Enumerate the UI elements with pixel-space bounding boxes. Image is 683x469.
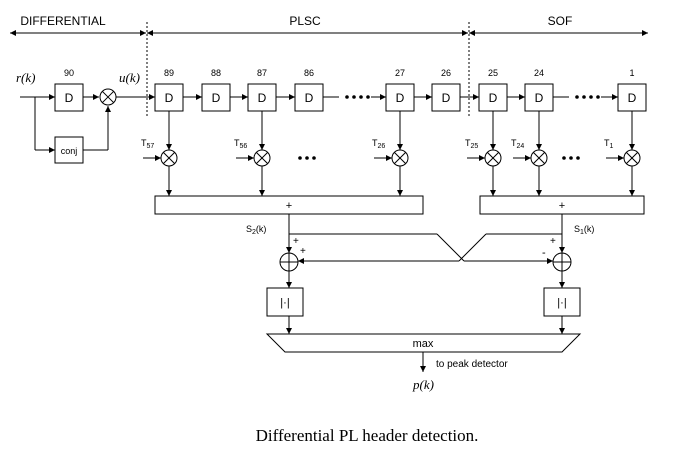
tap-label: T56 bbox=[234, 138, 247, 150]
input-signal-label: r(k) bbox=[16, 70, 36, 85]
right-abs-block: |·| bbox=[543, 287, 581, 317]
right-adder bbox=[552, 252, 572, 272]
abs-label: |·| bbox=[557, 297, 566, 309]
ellipsis-dots bbox=[562, 156, 580, 160]
figure-caption: Differential PL header detection. bbox=[256, 426, 479, 445]
delay-label: D bbox=[65, 91, 74, 105]
section-header: DIFFERENTIAL PLSC SOF bbox=[2, 12, 648, 36]
tap-multiplier-T24: T24 bbox=[511, 111, 548, 196]
delay-index: 88 bbox=[211, 68, 221, 78]
delay-block-90: D 90 bbox=[54, 68, 84, 112]
left-adder-sign-side: + bbox=[300, 246, 306, 257]
ellipsis-dots bbox=[345, 95, 370, 99]
s2-signal-label: S2(k) bbox=[246, 224, 266, 236]
sof-sum-block: + bbox=[479, 195, 645, 215]
tap-multiplier-T57: T57 bbox=[141, 111, 178, 196]
output-signal-label: p(k) bbox=[412, 377, 434, 392]
delay-block-1: D1 bbox=[617, 68, 647, 112]
delay-index: 86 bbox=[304, 68, 314, 78]
left-abs-block: |·| bbox=[266, 287, 304, 317]
tap-multiplier-T25: T25 bbox=[465, 111, 502, 196]
delay-block-87: D 87 bbox=[247, 68, 277, 112]
plsc-sum-block: + bbox=[154, 195, 424, 215]
tap-label: T1 bbox=[604, 138, 614, 150]
delay-label: D bbox=[396, 91, 405, 105]
section-label-differential: DIFFERENTIAL bbox=[20, 14, 106, 28]
delay-block-24: D 24 bbox=[524, 68, 554, 112]
tap-label: T24 bbox=[511, 138, 524, 150]
section-label-plsc: PLSC bbox=[289, 14, 321, 28]
delay-index: 26 bbox=[441, 68, 451, 78]
max-label: max bbox=[413, 338, 434, 350]
delay-index: 1 bbox=[629, 68, 634, 78]
delay-block-88: D 88 bbox=[201, 68, 231, 112]
sum-label: + bbox=[286, 200, 292, 212]
left-adder bbox=[279, 252, 299, 272]
tap-multiplier-T1: T1 bbox=[604, 111, 641, 196]
tap-label: T26 bbox=[372, 138, 385, 150]
delay-label: D bbox=[305, 91, 314, 105]
delay-block-26: D 26 bbox=[431, 68, 461, 112]
differential-multiplier bbox=[99, 88, 117, 106]
peak-detector-note: to peak detector bbox=[436, 359, 508, 370]
delay-label: D bbox=[628, 91, 637, 105]
delay-label: D bbox=[212, 91, 221, 105]
s1-signal-label: S1(k) bbox=[574, 224, 594, 236]
tap-label: T57 bbox=[141, 138, 154, 150]
max-block: max bbox=[265, 333, 582, 353]
delay-block-25: D 25 bbox=[478, 68, 508, 112]
right-adder-sign-side: - bbox=[542, 247, 546, 259]
left-adder-sign-top: + bbox=[293, 236, 299, 247]
diff-output-signal-label: u(k) bbox=[119, 70, 140, 85]
delay-label: D bbox=[489, 91, 498, 105]
delay-label: D bbox=[165, 91, 174, 105]
delay-label: D bbox=[535, 91, 544, 105]
delay-index: 27 bbox=[395, 68, 405, 78]
delay-block-27: D 27 bbox=[385, 68, 415, 112]
delay-index: 87 bbox=[257, 68, 267, 78]
sum-label: + bbox=[559, 200, 565, 212]
delay-index: 89 bbox=[164, 68, 174, 78]
delay-index: 25 bbox=[488, 68, 498, 78]
ellipsis-dots bbox=[575, 95, 600, 99]
delay-label: D bbox=[442, 91, 451, 105]
right-adder-sign-top: + bbox=[550, 236, 556, 247]
delay-block-89: D 89 bbox=[154, 68, 184, 112]
delay-index: 24 bbox=[534, 68, 544, 78]
ellipsis-dots bbox=[298, 156, 316, 160]
conj-block: conj bbox=[54, 136, 84, 164]
delay-label: D bbox=[258, 91, 267, 105]
tap-multiplier-T56: T56 bbox=[234, 111, 271, 196]
tap-multiplier-T26: T26 bbox=[372, 111, 409, 196]
delay-index: 90 bbox=[64, 68, 74, 78]
abs-label: |·| bbox=[280, 297, 289, 309]
delay-block-86: D 86 bbox=[294, 68, 324, 112]
conj-label: conj bbox=[61, 146, 78, 156]
tap-label: T25 bbox=[465, 138, 478, 150]
tap-multipliers: T57 T56 T26 T25 T24 T1 bbox=[141, 111, 641, 196]
section-label-sof: SOF bbox=[548, 14, 573, 28]
